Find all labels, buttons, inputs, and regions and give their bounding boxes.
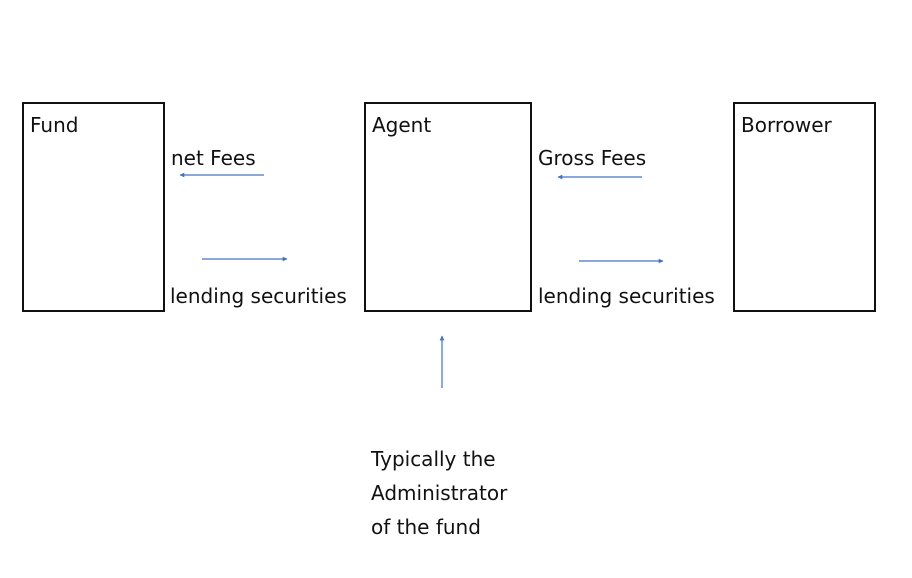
note-line-1: Typically the [371, 447, 496, 471]
note-line-3: of the fund [371, 515, 481, 539]
fund-label: Fund [30, 113, 79, 137]
borrower-box: Borrower [733, 102, 876, 312]
borrower-label: Borrower [741, 113, 832, 137]
gross-fees-label: Gross Fees [538, 146, 647, 170]
administrator-note: Typically the Administrator of the fund [371, 442, 507, 544]
borrower-lending-securities-label: lending securities [538, 284, 715, 308]
agent-box: Agent [364, 102, 532, 312]
fund-box: Fund [22, 102, 165, 312]
note-line-2: Administrator [371, 481, 508, 505]
net-fees-label: net Fees [171, 146, 256, 170]
fund-lending-securities-label: lending securities [170, 284, 347, 308]
agent-label: Agent [372, 113, 432, 137]
